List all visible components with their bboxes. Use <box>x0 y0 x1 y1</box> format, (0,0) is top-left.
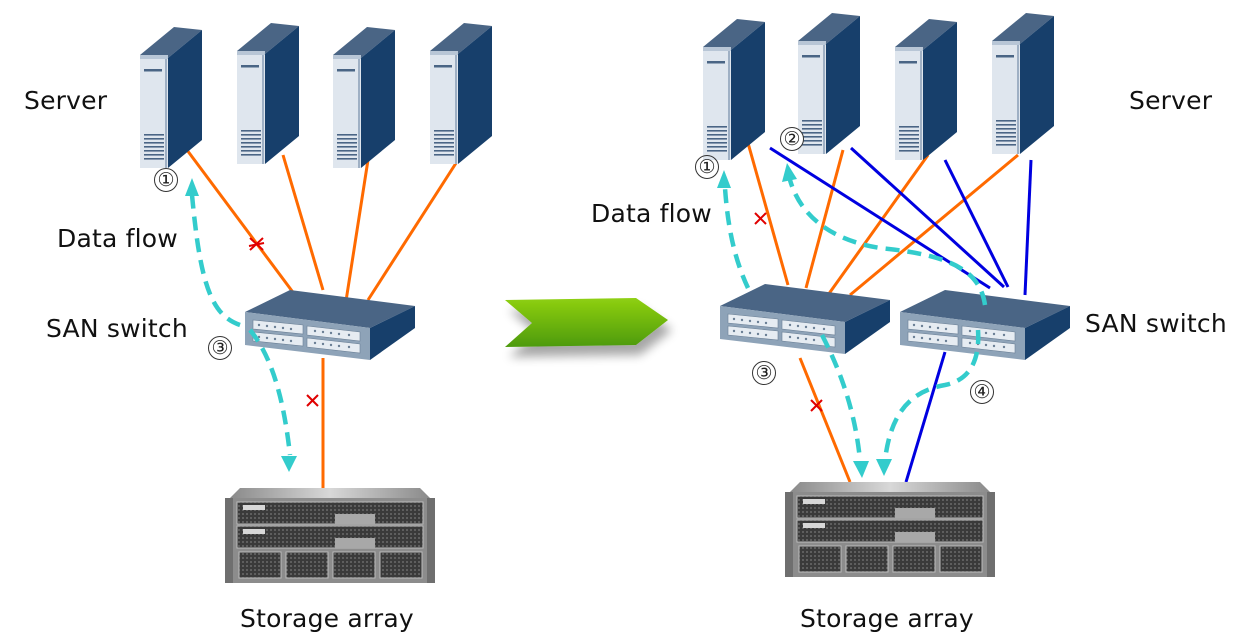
right-data-flow-label: Data flow <box>591 199 712 228</box>
left-data-flow-label: Data flow <box>57 224 178 253</box>
right-server-4 <box>991 12 1055 155</box>
right-link-server1-switchA <box>746 142 790 286</box>
right-data-flow-arrowhead-1 <box>717 170 731 188</box>
right-marker-3: ③ <box>752 361 776 385</box>
right-link-server4-switchB <box>1023 159 1033 296</box>
left-links <box>185 149 460 490</box>
right-link-server2-switchB <box>849 146 1006 289</box>
right-failure-mark-server-link <box>754 212 767 225</box>
right-marker-4: ④ <box>970 380 994 404</box>
left-san-switch-label: SAN switch <box>46 314 188 343</box>
left-diagram <box>139 22 493 584</box>
left-data-flow <box>189 194 293 456</box>
left-storage-array-label: Storage array <box>240 604 414 633</box>
left-server-label: Server <box>24 86 108 115</box>
right-failure-mark-storage-link <box>810 399 823 412</box>
transition-arrow-icon <box>505 298 668 347</box>
left-failure-mark-server-link <box>248 237 265 251</box>
left-link-server1-switch <box>185 149 297 296</box>
right-storage-array-label: Storage array <box>800 604 974 633</box>
right-san-switch-label: SAN switch <box>1085 309 1227 338</box>
left-server-1 <box>139 26 203 169</box>
right-server-2 <box>797 12 861 155</box>
right-san-switch-a <box>719 283 891 355</box>
right-server-3 <box>894 18 958 161</box>
right-link-switchA-storage <box>798 357 852 483</box>
left-storage-array <box>224 487 436 584</box>
left-marker-3: ③ <box>208 336 232 360</box>
left-san-switch <box>244 289 416 361</box>
right-storage-array <box>784 481 996 578</box>
left-link-server3-switch <box>344 159 370 302</box>
left-server-2 <box>236 22 300 165</box>
left-failure-mark-storage-link <box>306 394 319 407</box>
right-data-flow <box>722 179 988 461</box>
left-marker-1: ① <box>154 168 178 192</box>
right-link-server3-switchA <box>826 154 930 296</box>
left-data-flow-arrowhead-up <box>185 178 199 196</box>
right-links-primary <box>746 142 1019 483</box>
right-link-server3-switchB <box>943 159 1010 288</box>
right-server-1 <box>702 18 766 161</box>
right-server-label: Server <box>1129 86 1213 115</box>
left-server-4 <box>429 22 493 165</box>
right-link-server2-switchA <box>804 149 845 289</box>
left-link-server4-switch <box>366 159 460 301</box>
right-marker-1: ① <box>695 155 719 179</box>
right-link-switchB-storage <box>904 351 947 483</box>
left-data-flow-arrowhead-down <box>281 456 297 472</box>
right-diagram <box>702 12 1071 578</box>
left-link-server2-switch <box>281 154 325 291</box>
right-data-flow-arrowhead-4 <box>876 459 892 476</box>
right-data-flow-arrowhead-3 <box>853 461 869 478</box>
right-data-flow-arrowhead-2 <box>782 163 797 182</box>
right-marker-2: ② <box>780 127 804 151</box>
left-failure-marks <box>248 237 319 407</box>
left-server-3 <box>332 26 396 169</box>
